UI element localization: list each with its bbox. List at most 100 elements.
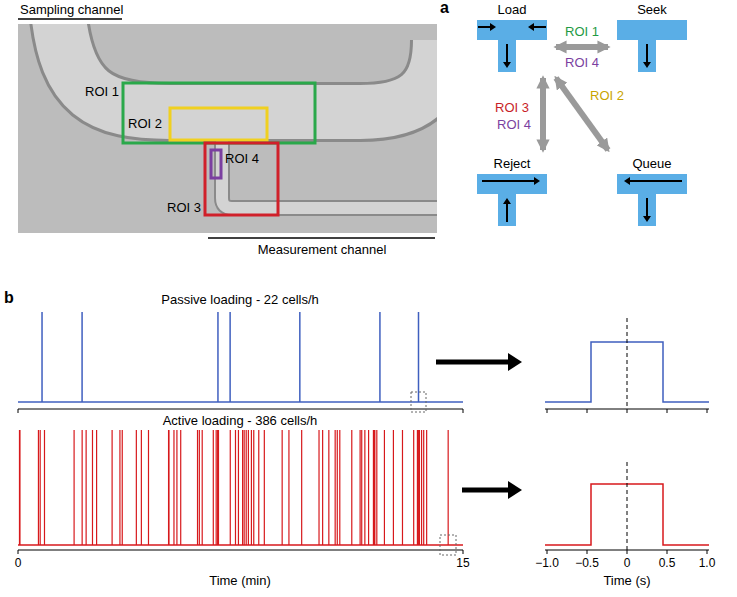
event-spike bbox=[81, 312, 83, 402]
event-spike bbox=[384, 430, 385, 545]
zoom-arrow-head bbox=[508, 353, 522, 371]
event-spike bbox=[235, 430, 236, 545]
flow-arrow bbox=[646, 198, 648, 216]
axis-tick bbox=[627, 409, 628, 413]
zoom-arrow bbox=[462, 488, 508, 493]
tick-label: 15 bbox=[456, 556, 469, 571]
event-spike bbox=[376, 430, 377, 545]
event-spike bbox=[374, 430, 375, 545]
roi-box bbox=[211, 150, 221, 178]
channel-label: Sampling channel bbox=[20, 2, 123, 17]
center-line bbox=[627, 462, 628, 550]
event-spike bbox=[318, 430, 319, 545]
event-spike bbox=[217, 430, 218, 545]
event-spike bbox=[379, 312, 381, 402]
zoom-arrow bbox=[436, 360, 508, 365]
t-junction-symbol bbox=[614, 172, 690, 226]
axis-tick bbox=[547, 409, 548, 413]
event-spike bbox=[368, 430, 369, 545]
micrograph bbox=[18, 24, 437, 233]
channel-junction bbox=[477, 20, 547, 72]
event-spike bbox=[417, 430, 418, 545]
axis-tick bbox=[587, 550, 588, 554]
state-heading: Seek bbox=[614, 2, 690, 18]
event-spike bbox=[373, 430, 374, 545]
event-spike bbox=[148, 430, 149, 545]
event-spike bbox=[418, 430, 419, 545]
event-spike bbox=[197, 430, 198, 545]
zoom-box bbox=[411, 392, 426, 412]
event-spike bbox=[419, 430, 420, 545]
panel-letter: b bbox=[4, 290, 14, 305]
event-spike bbox=[301, 430, 302, 545]
event-spike bbox=[180, 430, 181, 545]
event-pulse bbox=[545, 342, 709, 402]
t-junction-symbol bbox=[614, 18, 690, 72]
event-spike bbox=[374, 430, 375, 545]
flow-arrow-head bbox=[624, 177, 630, 185]
event-spike bbox=[230, 430, 231, 545]
event-spike bbox=[421, 430, 422, 545]
event-spike bbox=[19, 430, 20, 545]
event-spike bbox=[253, 430, 254, 545]
axis-line bbox=[18, 550, 463, 551]
roi-label: ROI 3 bbox=[493, 100, 531, 115]
state-icon: Reject bbox=[474, 156, 550, 226]
center-line bbox=[627, 318, 628, 409]
trace-plots bbox=[18, 312, 709, 555]
event-spike bbox=[168, 430, 169, 545]
flow-arrow-head bbox=[490, 23, 496, 31]
event-spike bbox=[264, 430, 265, 545]
event-spike bbox=[38, 430, 39, 545]
tick-label: 0 bbox=[15, 556, 22, 571]
event-spike bbox=[328, 430, 329, 545]
transition-arrow bbox=[540, 78, 546, 150]
flow-arrow bbox=[646, 44, 648, 62]
roi-label: ROI 4 bbox=[225, 151, 259, 166]
flow-arrow-head bbox=[503, 62, 511, 68]
panel-letter: a bbox=[440, 0, 449, 15]
axis-tick bbox=[547, 550, 548, 554]
roi-box bbox=[205, 143, 278, 215]
event-spike bbox=[141, 430, 142, 545]
event-spike bbox=[322, 430, 323, 545]
channel-junction bbox=[617, 20, 687, 72]
event-spike bbox=[218, 430, 219, 545]
flow-arrow bbox=[482, 180, 534, 182]
flow-arrow bbox=[506, 44, 508, 62]
state-icon: Queue bbox=[614, 156, 690, 226]
event-spike bbox=[339, 430, 340, 545]
event-spike bbox=[238, 430, 239, 545]
state-heading: Load bbox=[474, 2, 550, 18]
event-spike bbox=[364, 430, 365, 545]
axis-tick bbox=[627, 550, 628, 554]
axis-tick bbox=[667, 550, 668, 554]
axis-tick bbox=[18, 550, 19, 554]
event-spike bbox=[288, 430, 289, 545]
flow-arrow-head bbox=[534, 177, 540, 185]
axis-tick bbox=[667, 409, 668, 413]
axis-tick bbox=[707, 409, 708, 413]
event-spike bbox=[418, 312, 420, 402]
roi-box bbox=[170, 108, 267, 140]
axis-tick bbox=[463, 550, 464, 554]
event-spike bbox=[299, 312, 301, 402]
event-spike bbox=[122, 430, 123, 545]
event-spike bbox=[199, 430, 200, 545]
event-spike bbox=[216, 430, 217, 545]
roi-label: ROI 1 bbox=[563, 24, 601, 39]
event-spike bbox=[251, 430, 252, 545]
event-spike bbox=[41, 312, 43, 402]
flow-arrow-head bbox=[503, 198, 511, 204]
flow-arrow bbox=[506, 204, 508, 222]
flow-arrow-head bbox=[643, 216, 651, 222]
event-spike bbox=[246, 430, 247, 545]
event-spike bbox=[92, 430, 93, 545]
event-spike bbox=[136, 430, 137, 545]
axis-title: Time (min) bbox=[209, 573, 271, 588]
tick-label: 0 bbox=[624, 556, 631, 571]
event-spike bbox=[423, 430, 424, 545]
t-junction-symbol bbox=[474, 172, 550, 226]
roi-label: ROI 1 bbox=[85, 84, 119, 99]
event-spike bbox=[202, 430, 203, 545]
